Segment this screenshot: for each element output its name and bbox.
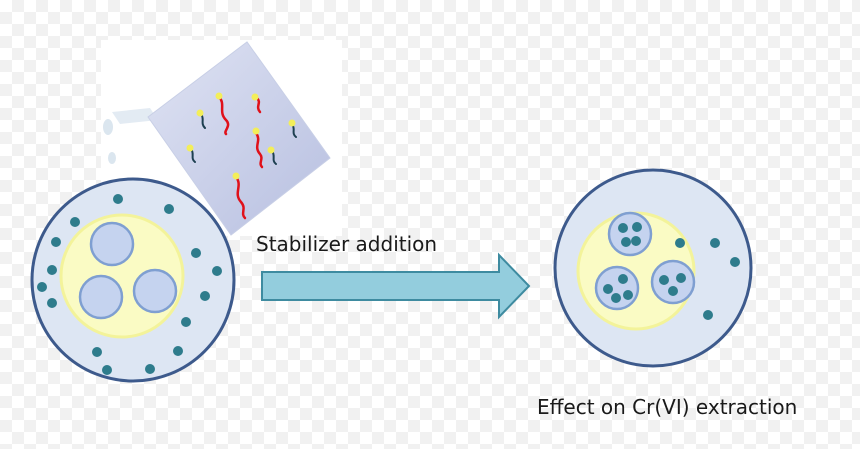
emulsion-globule-after-icon	[553, 168, 753, 368]
emulsion-globule-before-icon	[30, 177, 236, 383]
stabilizer-sheet-icon	[147, 41, 331, 236]
encapsulated-particles	[603, 222, 740, 320]
effect-label: Effect on Cr(VI) extraction	[537, 395, 798, 419]
stabilizer-addition-label: Stabilizer addition	[256, 232, 438, 256]
pour-spout-icon	[103, 108, 158, 164]
external-particles	[37, 194, 222, 375]
right-arrow-icon	[261, 252, 531, 320]
